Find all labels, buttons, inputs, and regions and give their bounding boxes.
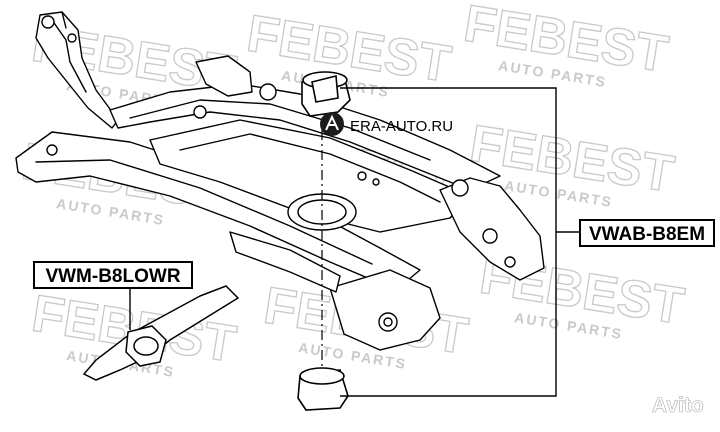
bolt-hole (504, 256, 516, 268)
era-auto-logo-text: ERA-AUTO.RU (350, 118, 453, 135)
left-upper-arm (35, 11, 119, 129)
part-label-engine-mount: VWAB-B8EM (579, 219, 715, 247)
part-number-lower-mount: VWM-B8LOWR (45, 266, 180, 287)
avito-badge-text: Avito (652, 394, 704, 417)
callout-engine-mount (340, 87, 557, 397)
bolt-hole (46, 144, 58, 156)
bolt-hole (482, 228, 498, 244)
era-auto-logo-icon (320, 112, 344, 136)
lower-bushing (297, 367, 349, 411)
rear-crossmember-detail (129, 99, 431, 161)
upper-bushing (301, 71, 351, 117)
bolt-hole (357, 171, 367, 181)
subframe-drawing (15, 11, 545, 351)
part-label-lower-mount: VWM-B8LOWR (33, 261, 193, 289)
lower-rail (229, 231, 341, 293)
bolt-hole (451, 179, 469, 197)
watermark: FEBEST AUTO PARTS (459, 0, 672, 90)
upper-bracket (195, 55, 253, 97)
center-deck-detail (179, 133, 441, 203)
bolt-hole (41, 15, 55, 29)
front-crossmember-detail (35, 159, 373, 265)
bolt-hole (259, 83, 277, 101)
lower-right-bracket (329, 269, 441, 351)
bolt-hole (67, 33, 77, 43)
part-number-engine-mount: VWAB-B8EM (589, 224, 705, 245)
center-deck (149, 119, 471, 233)
left-upper-arm-detail (51, 11, 87, 93)
bolt-hole (372, 178, 380, 186)
lower-mount-part (82, 285, 240, 381)
callout-lines (129, 87, 580, 397)
era-auto-logo: ERA-AUTO.RU (320, 112, 453, 136)
avito-logo-icon (618, 394, 649, 413)
avito-badge: Avito (618, 394, 704, 417)
bolt-hole (383, 317, 393, 327)
bolt-hole (193, 105, 207, 119)
